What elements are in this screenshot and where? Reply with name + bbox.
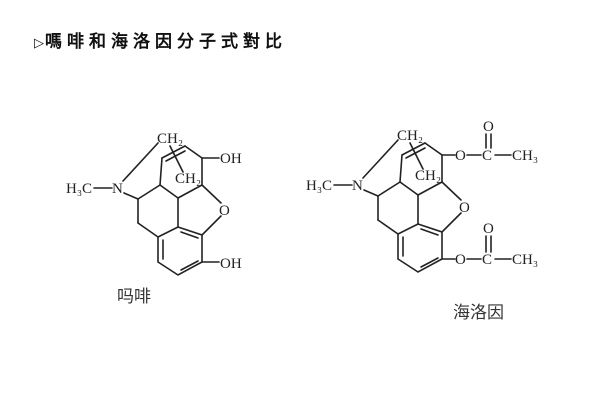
slide-title: ▷嗎啡和海洛因分子式對比 [34, 27, 287, 52]
oh-top-label: OH [220, 151, 242, 167]
ester-bottom: O C O CH₃ [441, 221, 538, 268]
ch2-inner-label: CH₂ [415, 168, 441, 184]
ester-ch3: CH₃ [512, 252, 538, 268]
ester-c: C [482, 148, 492, 164]
heroin-name: 海洛因 [453, 303, 504, 323]
nitrogen-label: N [352, 178, 363, 194]
heroin-structure: CH₂ CH₂ H₃C N O O C O CH₃ O C O [306, 119, 538, 323]
heroin-skeleton [333, 139, 462, 273]
ester-ch3: CH₃ [512, 148, 538, 164]
morphine-skeleton [93, 142, 222, 276]
morphine-name: 吗啡 [117, 287, 151, 307]
methyl-label: H₃C [306, 178, 332, 194]
ester-o: O [455, 252, 466, 268]
methyl-label: H₃C [66, 181, 92, 197]
morphine-structure: CH₂ CH₂ OH OH H₃C N O 吗啡 [66, 131, 242, 307]
oh-bottom-label: OH [220, 256, 242, 272]
oxygen-label: O [219, 203, 230, 219]
carbonyl-o: O [483, 221, 494, 237]
nitrogen-label: N [112, 181, 123, 197]
ester-top: O C O CH₃ [441, 119, 538, 164]
triangle-marker-icon: ▷ [34, 36, 44, 51]
ch2-bridge-label: CH₂ [397, 128, 423, 144]
ester-c: C [482, 252, 492, 268]
carbonyl-o: O [483, 119, 494, 135]
ch2-inner-label: CH₂ [175, 171, 201, 187]
ester-o: O [455, 148, 466, 164]
oxygen-label: O [459, 200, 470, 216]
ch2-bridge-label: CH₂ [157, 131, 183, 147]
title-text: 嗎啡和海洛因分子式對比 [45, 32, 287, 52]
